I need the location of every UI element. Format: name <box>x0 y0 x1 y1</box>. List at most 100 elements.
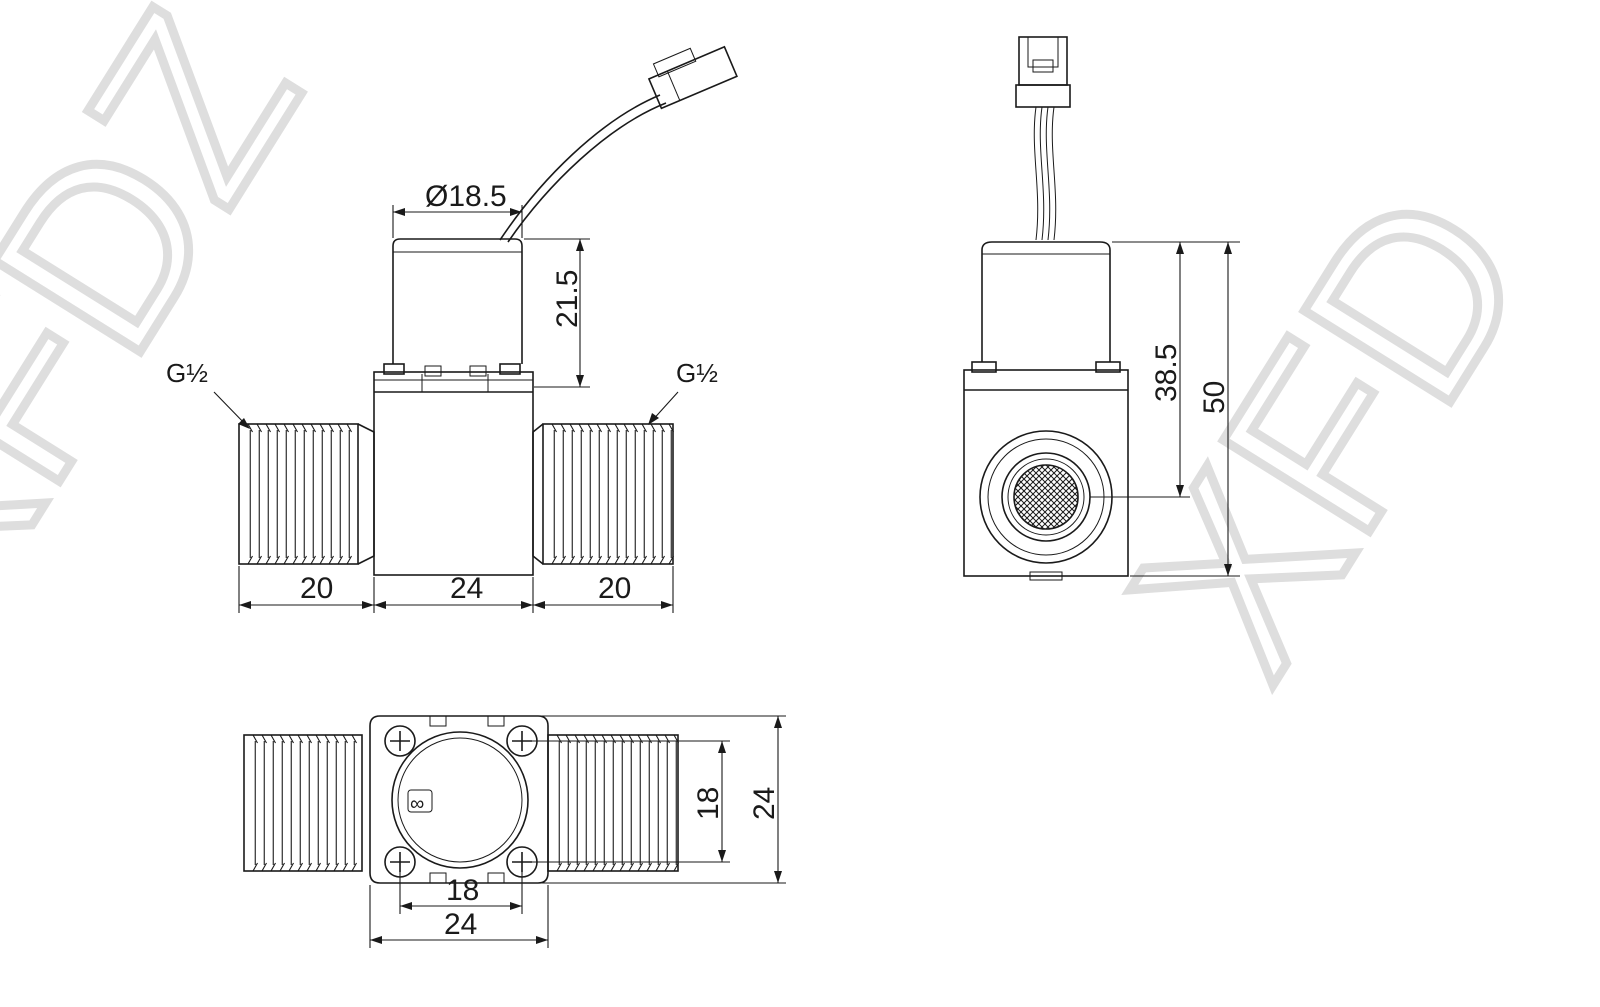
length-center-label: 24 <box>450 572 483 605</box>
marker-symbol: ∞ <box>410 793 424 815</box>
thread-ridge <box>619 734 625 872</box>
thread-ridge <box>569 423 575 565</box>
thread-ridge <box>351 734 357 872</box>
cap-height-label: 21.5 <box>551 270 584 328</box>
thread-ridge <box>301 423 307 565</box>
body-width-label: 24 <box>444 908 477 941</box>
thread-ridge <box>328 423 334 565</box>
thread-ridge <box>270 734 276 872</box>
side-body <box>963 361 1129 581</box>
center-height-label: 38.5 <box>1150 344 1183 402</box>
thread-ridge <box>628 734 634 872</box>
thread-ridge <box>574 734 580 872</box>
watermark-left: XFDZ <box>0 0 351 668</box>
connector-plug <box>647 45 738 110</box>
thread-ridge <box>342 734 348 872</box>
mesh-line <box>1037 465 1078 529</box>
diameter-label: Ø18.5 <box>425 180 507 213</box>
center-body <box>373 363 534 576</box>
thread-ridge <box>279 734 285 872</box>
thread-ridge <box>556 734 562 872</box>
thread-ridge <box>668 423 674 565</box>
thread-ridge <box>274 423 280 565</box>
total-height-label: 50 <box>1198 381 1231 414</box>
mesh-line <box>1019 465 1078 529</box>
dim-cap-height: 21.5 <box>524 238 590 388</box>
top-flange <box>369 715 549 884</box>
mesh-line <box>1031 465 1078 529</box>
thread-ridge <box>578 423 584 565</box>
thread-ridge <box>288 734 294 872</box>
length-left-label: 20 <box>300 572 333 605</box>
top-left-thread <box>243 734 363 872</box>
thread-ridge <box>283 423 289 565</box>
dim-diameter: Ø18.5 <box>392 180 523 238</box>
thread-ridge <box>310 423 316 565</box>
thread-ridge <box>601 734 607 872</box>
thread-ridge <box>637 734 643 872</box>
thread-ridge <box>252 734 258 872</box>
right-thread-lines <box>551 423 674 565</box>
thread-ridge <box>256 423 262 565</box>
thread-ridge <box>337 423 343 565</box>
thread-ridge <box>614 423 620 565</box>
thread-ridge <box>610 734 616 872</box>
body-height-label: 24 <box>748 787 781 820</box>
mesh-line <box>1014 465 1078 529</box>
thread-ridge <box>596 423 602 565</box>
thread-ridge <box>306 734 312 872</box>
dim-lengths: 20 24 20 <box>238 566 674 613</box>
thread-ridge <box>292 423 298 565</box>
sensor-cap <box>392 238 523 364</box>
dim-top-heights: 18 24 <box>526 715 786 884</box>
side-cap <box>981 241 1111 362</box>
thread-callout-right: G½ <box>648 358 718 425</box>
thread-ridge <box>673 734 679 872</box>
thread-ridge <box>655 734 661 872</box>
thread-ridge <box>650 423 656 565</box>
left-thread-lines <box>247 423 352 565</box>
thread-ridge <box>641 423 647 565</box>
mount-height-label: 18 <box>692 787 725 820</box>
top-right-thread <box>547 734 679 872</box>
thread-ridge <box>659 423 665 565</box>
left-thread <box>238 423 375 565</box>
top-left-thread-lines <box>252 734 357 872</box>
thread-ridge <box>664 734 670 872</box>
dim-side-heights: 38.5 50 <box>1090 241 1240 577</box>
screw-top-left <box>384 725 416 757</box>
direction-marker: ∞ <box>407 789 433 815</box>
side-connector <box>1015 36 1071 108</box>
thread-ridge <box>605 423 611 565</box>
thread-ridge <box>623 423 629 565</box>
side-wires <box>1033 106 1057 241</box>
thread-ridge <box>333 734 339 872</box>
thread-ridge <box>646 734 652 872</box>
thread-ridge <box>319 423 325 565</box>
mesh-line <box>1043 465 1078 529</box>
top-view: ∞ 18 24 18 <box>243 715 786 948</box>
length-right-label: 20 <box>598 572 631 605</box>
dim-top-widths: 18 24 <box>369 870 549 948</box>
watermark-right: XFD <box>1078 146 1580 718</box>
thread-ridge <box>247 423 253 565</box>
thread-ridge <box>261 734 267 872</box>
thread-ridge <box>587 423 593 565</box>
thread-ridge <box>560 423 566 565</box>
front-view: Ø18.5 21.5 G½ G½ <box>166 45 738 613</box>
cable <box>499 94 667 243</box>
top-right-thread-lines <box>556 734 679 872</box>
right-thread <box>532 423 674 565</box>
thread-ridge <box>551 423 557 565</box>
thread-ridge <box>265 423 271 565</box>
thread-ridge <box>632 423 638 565</box>
thread-ridge <box>565 734 571 872</box>
thread-left-label: G½ <box>166 358 208 388</box>
mount-width-label: 18 <box>446 874 479 907</box>
mesh-line <box>1037 465 1078 529</box>
thread-ridge <box>324 734 330 872</box>
mesh-line <box>1025 465 1078 529</box>
thread-ridge <box>297 734 303 872</box>
